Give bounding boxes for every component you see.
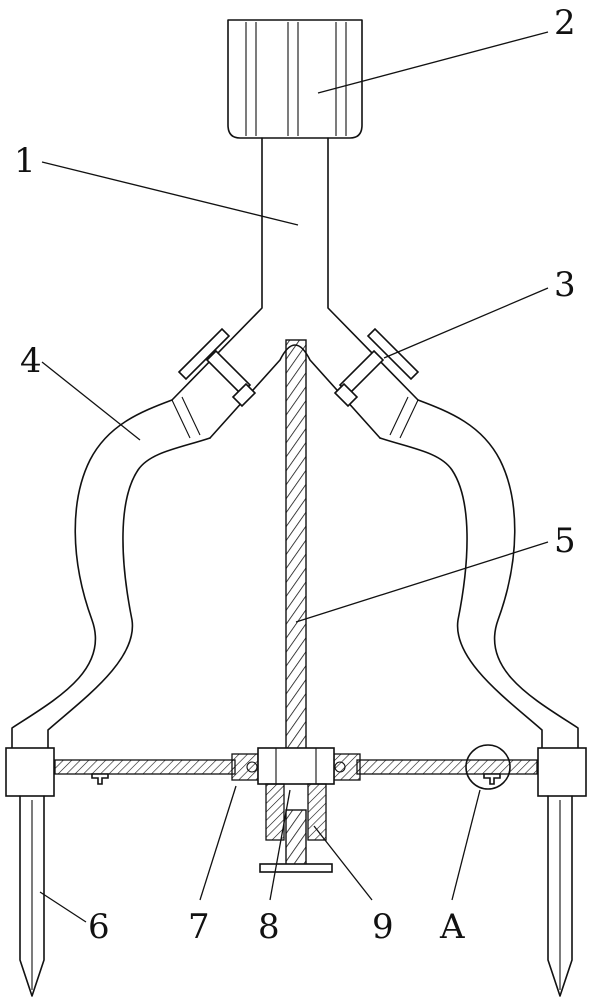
left-hose: [11, 396, 211, 749]
labels: 2 1 3 4 5 6 7 8 9 A: [14, 3, 576, 947]
label-a: A: [439, 907, 465, 947]
label-7: 7: [188, 907, 210, 947]
horizontal-bar: [54, 753, 538, 785]
label-9: 9: [372, 907, 394, 947]
label-6: 6: [88, 907, 110, 947]
label-2: 2: [554, 3, 576, 43]
threaded-rod: [259, 339, 333, 873]
label-4: 4: [20, 341, 42, 381]
top-cap: [227, 19, 363, 139]
right-probe: [537, 747, 587, 997]
center-block: [257, 747, 335, 785]
leader-lines: [39, 31, 549, 923]
right-valve: [333, 327, 420, 408]
left-probe: [5, 747, 55, 997]
right-hose: [379, 396, 579, 749]
label-8: 8: [258, 907, 280, 947]
detail-circle-a: [465, 744, 511, 790]
lower-sleeve: [265, 783, 327, 841]
label-5: 5: [554, 521, 576, 561]
left-valve: [177, 327, 257, 408]
label-1: 1: [14, 141, 36, 181]
label-3: 3: [554, 265, 576, 305]
